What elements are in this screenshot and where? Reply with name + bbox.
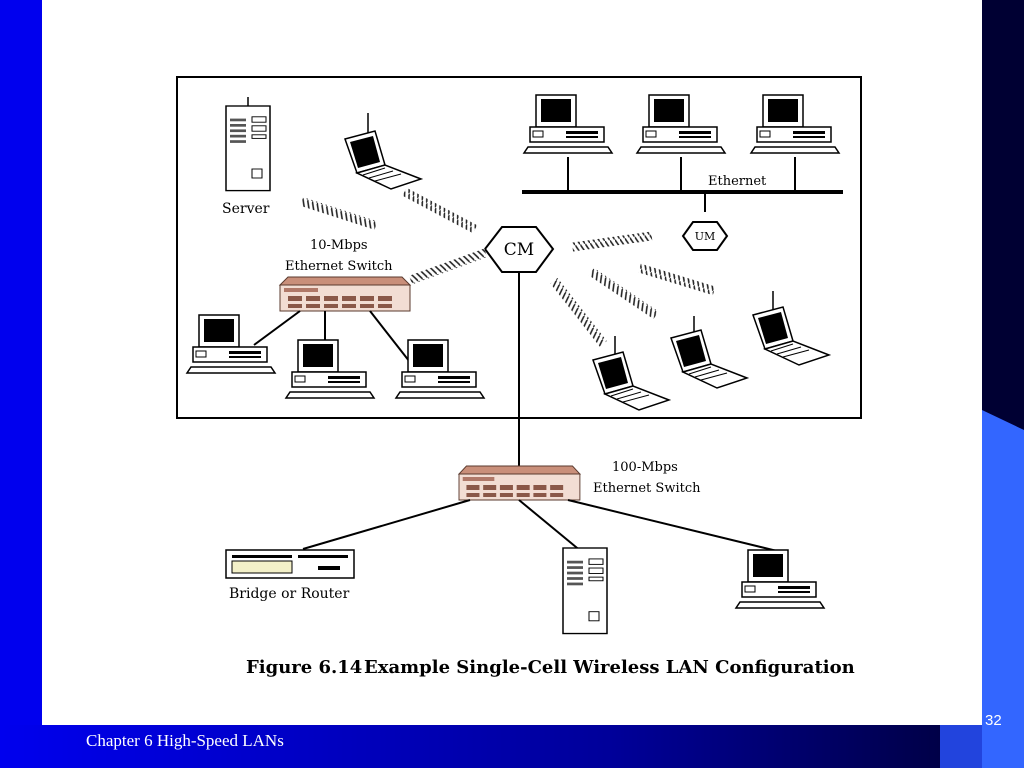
- wireless-link: [550, 278, 607, 347]
- ethernet-label: Ethernet: [708, 174, 767, 189]
- figure-number: Figure 6.14: [246, 657, 362, 678]
- switch-100-speed-label: 100-Mbps: [612, 460, 678, 475]
- wireless-links: [300, 187, 716, 347]
- wireless-lan-diagram: Ethernet UM Server CM 10-Mbps Ethernet S…: [176, 76, 862, 678]
- laptop-icon: [670, 329, 748, 389]
- switch-10-speed-label: 10-Mbps: [310, 238, 368, 253]
- wireless-link: [638, 263, 716, 296]
- switch-10-type-label: Ethernet Switch: [285, 259, 393, 274]
- footer-title: Chapter 6 High-Speed LANs: [86, 731, 284, 750]
- ethernet-pc-icon: [636, 94, 726, 154]
- ethernet-pc-icon: [523, 94, 613, 154]
- switch-pc-icon: [285, 339, 375, 399]
- page-number: 32: [985, 712, 1002, 729]
- slide-content: Ethernet UM Server CM 10-Mbps Ethernet S…: [42, 0, 982, 725]
- wireless-link: [409, 248, 488, 285]
- um-node: [681, 221, 729, 251]
- um-label: UM: [695, 230, 716, 243]
- cm-node: [483, 226, 555, 273]
- bridge-router-icon: [225, 549, 355, 579]
- switch-pc-icon: [395, 339, 485, 399]
- pc-icon: [735, 549, 825, 609]
- laptop-icon: [592, 351, 670, 411]
- switch-100-type-label: Ethernet Switch: [593, 481, 701, 496]
- server-label: Server: [222, 201, 270, 217]
- laptop-icon: [344, 130, 422, 190]
- figure-caption: Example Single-Cell Wireless LAN Configu…: [364, 657, 855, 678]
- cm-label: CM: [504, 240, 534, 260]
- bridge-router-label: Bridge or Router: [229, 586, 350, 602]
- wireless-link: [571, 231, 653, 252]
- wireless-link: [588, 267, 659, 319]
- switch-100-mbps: [458, 465, 581, 501]
- ethernet-pc-icon: [750, 94, 840, 154]
- server-icon: [225, 105, 271, 192]
- wireless-link: [300, 197, 378, 230]
- laptop-icon: [752, 306, 830, 366]
- switch-pc-icon: [186, 314, 276, 374]
- wireless-link: [402, 187, 478, 234]
- switch-10-mbps: [279, 276, 411, 312]
- server-icon: [562, 547, 608, 635]
- right-accent-band: [982, 410, 1024, 768]
